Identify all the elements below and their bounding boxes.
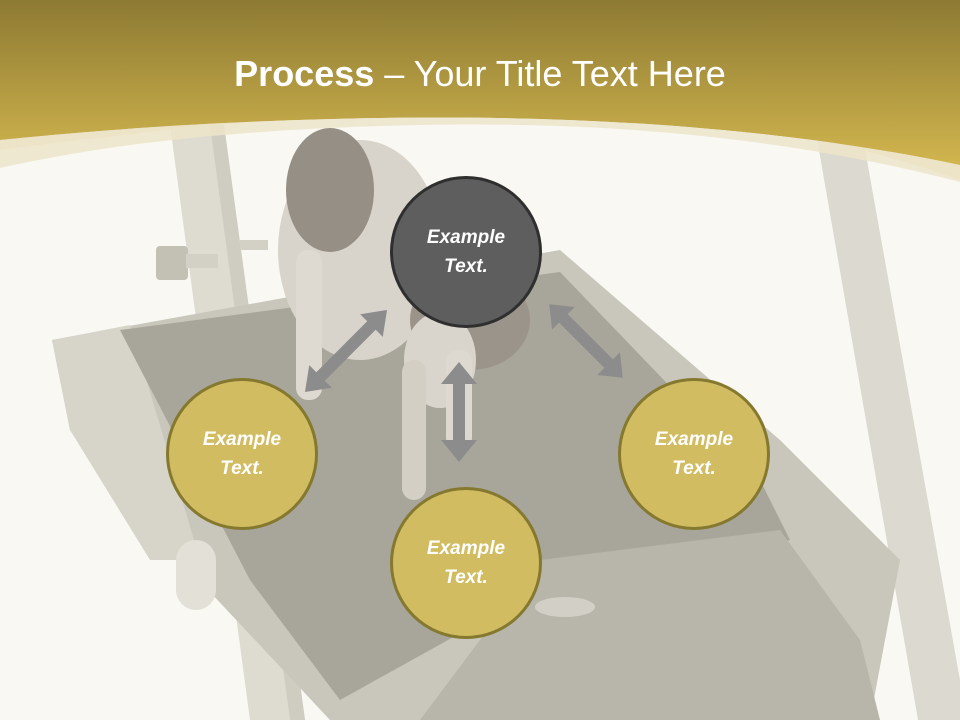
double-arrow-vertical-icon xyxy=(441,362,477,462)
bottom-circle: Example Text. xyxy=(390,487,542,639)
left-circle-text: Example Text. xyxy=(202,429,282,479)
page-title: Process – Your Title Text Here xyxy=(0,52,960,96)
center-circle-text: Example Text. xyxy=(426,227,506,277)
title-rest: – Your Title Text Here xyxy=(374,53,726,94)
header-band xyxy=(0,0,960,182)
double-arrow-diagonal-left-icon xyxy=(304,309,388,393)
title-bold: Process xyxy=(234,53,375,94)
bottom-circle-text: Example Text. xyxy=(426,538,506,588)
right-circle-text: Example Text. xyxy=(654,429,734,479)
right-circle: Example Text. xyxy=(618,378,770,530)
double-arrow-diagonal-right-icon xyxy=(549,304,623,378)
left-circle: Example Text. xyxy=(166,378,318,530)
center-circle: Example Text. xyxy=(390,176,542,328)
